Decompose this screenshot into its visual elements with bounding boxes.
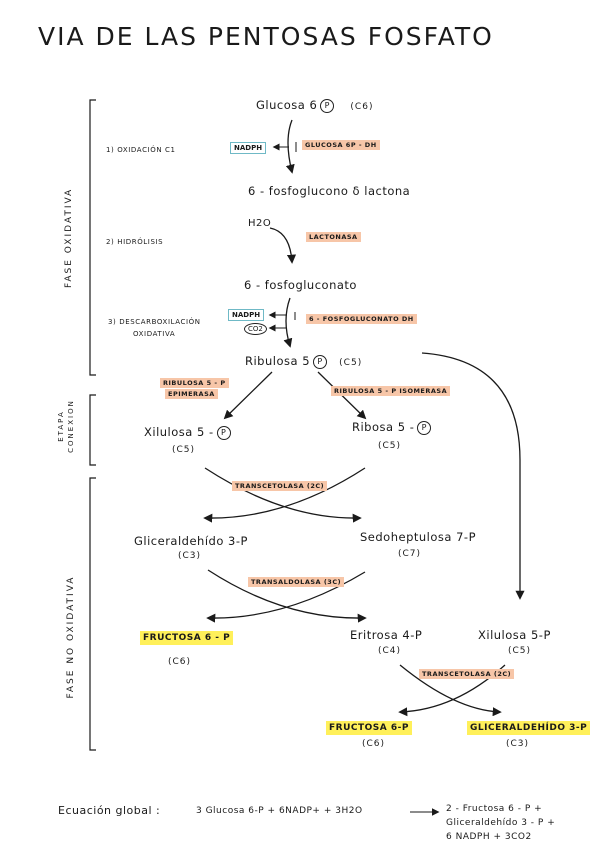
equation-rhs-3: 6 NADPH + 3CO2 (446, 832, 532, 842)
carbon-xylulose: (C5) (172, 445, 196, 455)
arrow-step3 (283, 297, 293, 348)
metabolite-h2o: H2O (248, 218, 272, 229)
metabolite-e4p: Eritrosa 4-P (350, 628, 423, 642)
metabolite-xylulose-5p-2: Xilulosa 5-P (478, 628, 551, 642)
cofactor-nadph-1: NADPH (230, 142, 267, 154)
enzyme-epimerase-line2: EPIMERASA (165, 389, 218, 399)
phase-label-connection-2: CONEXION (67, 399, 75, 453)
phase-label-non-oxidative: FASE NO OXIDATIVA (66, 575, 76, 699)
arrow-transketolase1 (204, 467, 362, 523)
phosphate-icon: P (320, 98, 335, 113)
equation-lhs: 3 Glucosa 6-P + 6NADP+ + 3H2O (196, 806, 363, 816)
cofactor-nadph-2: NADPH (228, 309, 265, 321)
arrow-to-xylulose-2 (421, 352, 525, 600)
metabolite-gluconate: 6 - fosfogluconato (244, 278, 357, 292)
enzyme-transaldolase: TRANSALDOLASA (3C) (248, 577, 345, 587)
enzyme-g6pdh: GLUCOSA 6P - DH (302, 140, 380, 150)
arrow-step1 (285, 119, 295, 174)
carbon-f6p-2: (C6) (362, 739, 386, 749)
product-fructose-6p-2: FRUCTOSA 6-P (326, 721, 412, 735)
arrow-step2 (269, 227, 297, 264)
equation-rhs-2: Gliceraldehído 3 - P + (446, 818, 556, 828)
product-g3p-2: GLICERALDEHÍDO 3-P (467, 721, 591, 735)
carbon-g3p-2: (C3) (506, 739, 530, 749)
carbon-ribose: (C5) (378, 441, 402, 451)
cofactor-co2: CO2 (244, 323, 267, 335)
equation-rhs-1: 2 - Fructosa 6 - P + (446, 804, 543, 814)
metabolite-g3p: Gliceraldehído 3-P (134, 534, 248, 548)
enzyme-transketolase-2: TRANSCETOLASA (2C) (419, 669, 515, 679)
arrow-to-xylulose (223, 371, 273, 420)
carbon-g3p: (C3) (178, 551, 202, 561)
phase-label-oxidative: FASE OXIDATIVA (64, 187, 74, 288)
enzyme-isomerase: RIBULOSA 5 - P ISOMERASA (331, 386, 451, 396)
phosphate-icon: P (313, 354, 328, 369)
metabolite-lactone: 6 - fosfoglucono δ lactona (248, 184, 411, 198)
bracket-non-oxidative (89, 477, 96, 751)
metabolite-s7p: Sedoheptulosa 7-P (360, 530, 476, 544)
carbon-s7p: (C7) (398, 549, 422, 559)
page-title: VIA DE LAS PENTOSAS FOSFATO (38, 22, 494, 51)
metabolite-ribose-5p: Ribosa 5 -P (352, 420, 432, 435)
bracket-connection (89, 394, 96, 466)
step-decarboxylation: 3) DESCARBOXILACIÓN (108, 318, 201, 326)
bracket-oxidative (89, 99, 96, 376)
enzyme-transketolase-1: TRANSCETOLASA (2C) (232, 481, 328, 491)
carbon-f6p-1: (C6) (168, 657, 192, 667)
phase-label-connection-1: ETAPA (57, 410, 65, 442)
equation-label: Ecuación global : (58, 804, 161, 817)
enzyme-lactonase: LACTONASA (306, 232, 361, 242)
enzyme-6pgdh: 6 - FOSFOGLUCONATO DH (306, 314, 417, 324)
product-fructose-6p-1: FRUCTOSA 6 - P (140, 631, 234, 645)
step-decarboxylation-2: OXIDATIVA (133, 330, 176, 338)
enzyme-epimerase-line1: RIBULOSA 5 - P (160, 378, 229, 388)
step-oxidation: 1) OXIDACIÓN C1 (106, 146, 176, 154)
carbon-xylulose-2: (C5) (508, 646, 532, 656)
step-hydrolysis: 2) HIDRÓLISIS (106, 238, 164, 246)
carbon-e4p: (C4) (378, 646, 402, 656)
phosphate-icon: P (417, 420, 432, 435)
metabolite-xylulose-5p: Xilulosa 5 -P (144, 425, 231, 440)
phosphate-icon: P (216, 425, 231, 440)
